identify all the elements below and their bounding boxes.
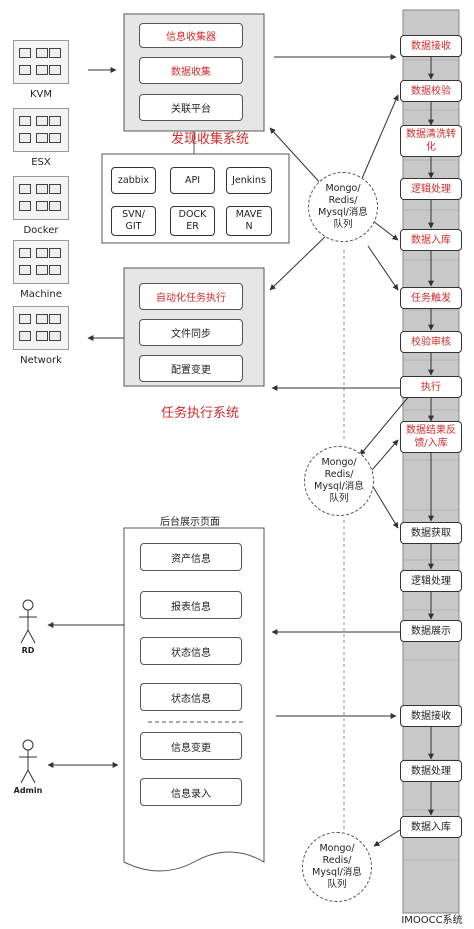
imoocc-step-13[interactable]: 数据接收 xyxy=(400,705,462,727)
server-grid-icon xyxy=(13,176,69,220)
discovery-button-collector[interactable]: 信息收集器 xyxy=(139,23,243,48)
message-queue-2: Mongo/ Redis/ Mysql/消息 队列 xyxy=(304,446,374,516)
imoocc-step-5[interactable]: 数据入库 xyxy=(400,229,462,251)
imoocc-step-10[interactable]: 数据获取 xyxy=(400,522,462,544)
tool-api[interactable]: API xyxy=(170,167,215,194)
store-to-queue3-arrow xyxy=(373,829,401,847)
imoocc-step-15[interactable]: 数据入库 xyxy=(400,816,462,838)
queue1-to-validate-arrow xyxy=(356,94,399,191)
discovery-title: 发现收集系统 xyxy=(170,132,249,147)
server-label-docker: Docker xyxy=(23,225,59,236)
imoocc-step-9[interactable]: 数据结果反 馈/入库 xyxy=(400,421,462,453)
tool-maven[interactable]: MAVE N xyxy=(226,206,272,236)
backend-button-info-entry[interactable]: 信息录入 xyxy=(140,778,242,806)
tool-jenkins[interactable]: Jenkins xyxy=(226,167,272,194)
imoocc-step-12[interactable]: 数据展示 xyxy=(400,620,462,642)
server-grid-icon xyxy=(13,240,69,284)
execution-button-auto-task[interactable]: 自动化任务执行 xyxy=(139,283,243,310)
discovery-button-association[interactable]: 关联平台 xyxy=(139,94,243,121)
backend-title: 后台展示页面 xyxy=(160,517,220,528)
tool-zabbix[interactable]: zabbix xyxy=(111,167,156,194)
backend-button-status-info-2[interactable]: 状态信息 xyxy=(140,683,242,711)
execute-to-queue2-arrow xyxy=(359,394,411,456)
imoocc-step-14[interactable]: 数据处理 xyxy=(400,760,462,782)
imoocc-title: IMOOCC系统 xyxy=(401,915,463,926)
imoocc-step-11[interactable]: 逻辑处理 xyxy=(400,570,462,592)
message-queue-3: Mongo/ Redis/ Mysql/消息 队列 xyxy=(302,832,372,902)
backend-button-report-info[interactable]: 报表信息 xyxy=(140,591,242,619)
imoocc-step-1[interactable]: 数据接收 xyxy=(400,35,462,57)
admin-actor-figure xyxy=(19,739,37,784)
queue2-to-fetch-arrow xyxy=(371,484,399,529)
server-grid-icon xyxy=(13,40,69,84)
execution-button-config-change[interactable]: 配置变更 xyxy=(139,355,243,382)
backend-button-asset-info[interactable]: 资产信息 xyxy=(140,543,242,571)
imoocc-step-4[interactable]: 逻辑处理 xyxy=(400,178,462,200)
server-grid-icon xyxy=(13,306,69,350)
imoocc-step-2[interactable]: 数据校验 xyxy=(400,80,462,102)
message-queue-1: Mongo/ Redis/ Mysql/消息 队列 xyxy=(308,172,378,242)
server-grid-icon xyxy=(13,108,69,152)
server-label-kvm: KVM xyxy=(29,89,53,100)
imoocc-step-6[interactable]: 任务触发 xyxy=(400,287,462,309)
imoocc-step-8[interactable]: 执行 xyxy=(400,376,462,398)
tool-docker[interactable]: DOCK ER xyxy=(170,206,215,236)
rd-actor-figure xyxy=(19,599,37,644)
execution-title: 任务执行系统 xyxy=(160,406,239,421)
imoocc-step-3[interactable]: 数据清洗转 化 xyxy=(400,125,462,157)
server-label-network: Network xyxy=(20,355,62,366)
backend-button-status-info[interactable]: 状态信息 xyxy=(140,637,242,665)
queue1-to-trigger-arrow xyxy=(367,245,399,291)
queue2-to-feedback-arrow xyxy=(371,439,399,471)
queue1-to-execution-arrow xyxy=(269,231,331,291)
actor-rd-label: RD xyxy=(21,646,35,655)
execution-button-file-sync[interactable]: 文件同步 xyxy=(139,319,243,346)
queue1-to-discovery-arrow xyxy=(269,127,323,186)
tool-svn-git[interactable]: SVN/ GIT xyxy=(111,206,156,236)
imoocc-step-7[interactable]: 校验审核 xyxy=(400,331,462,353)
server-label-machine: Machine xyxy=(20,289,62,300)
discovery-button-collect[interactable]: 数据收集 xyxy=(139,57,243,84)
backend-button-info-change[interactable]: 信息变更 xyxy=(140,732,242,760)
server-label-esx: ESX xyxy=(31,157,51,168)
actor-admin-label: Admin xyxy=(13,786,43,795)
